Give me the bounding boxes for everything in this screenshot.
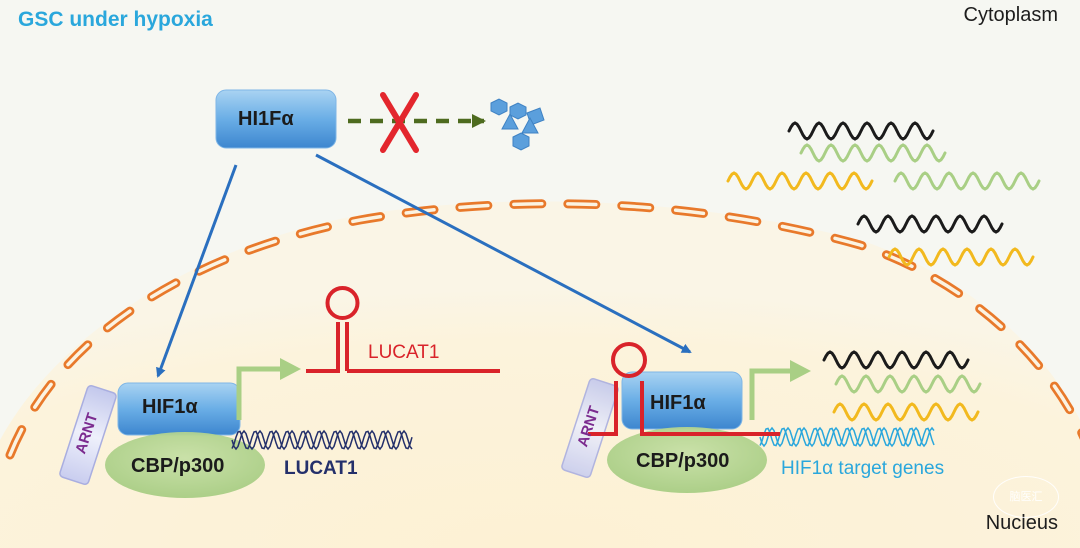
nucleus-region (0, 201, 1080, 548)
nucleus-label: Nucleus (985, 512, 1058, 534)
mrna-green (893, 171, 1041, 191)
mrna-black (856, 214, 1004, 234)
mrna-green (799, 143, 947, 163)
lucat1-gene-label: LUCAT1 (284, 458, 358, 479)
right-cbp-p300-label: CBP/p300 (636, 450, 730, 472)
mrna-black (822, 350, 970, 370)
mrna-green (834, 374, 982, 394)
right-cbp-p300-ellipse (607, 427, 767, 493)
left-arnt-box (59, 385, 117, 485)
lucat1-dna-helix (231, 429, 413, 451)
right-transcription-arrow (749, 368, 792, 420)
arrow-to-left-complex (156, 164, 238, 378)
nucleus-mrna-group (822, 350, 982, 422)
left-cbp-p300-label: CBP/p300 (131, 455, 225, 477)
lucat1-lncrna-hairpin (306, 322, 500, 373)
protein-fragments-icon (490, 98, 545, 151)
right-hif1a-label: HIF1α (650, 392, 706, 414)
mrna-black (787, 121, 935, 141)
target-genes-dna-helix (759, 426, 935, 448)
hif1a-cytoplasm-box (215, 89, 337, 149)
target-genes-label: HIF1α target genes (781, 458, 945, 479)
cytoplasm-label: Cytoplasm (963, 4, 1058, 26)
hif1a-cytoplasm-label: HI1Fα (238, 108, 294, 130)
left-transcription-arrow (236, 366, 282, 420)
watermark-logo: 脑医汇 (993, 476, 1059, 518)
mrna-yellow (726, 171, 874, 191)
cytoplasm-mrna-group (726, 121, 1041, 267)
red-x-icon (380, 92, 419, 153)
lucat1-bound-lncrna (588, 381, 780, 436)
arrow-to-right-complex (315, 153, 692, 354)
mrna-yellow (832, 402, 980, 422)
left-complex (59, 286, 500, 498)
mrna-yellow (887, 247, 1035, 267)
right-complex (561, 342, 935, 493)
lucat1-lncrna-label: LUCAT1 (368, 342, 440, 363)
diagram-title: GSC under hypoxia (18, 8, 213, 31)
left-cbp-p300-ellipse (105, 432, 265, 498)
left-hif1a-label: HIF1α (142, 396, 198, 418)
